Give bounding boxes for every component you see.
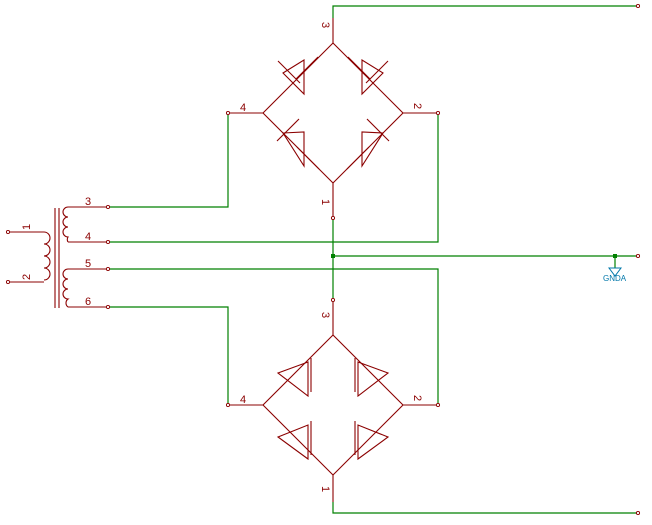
diode-top-ur: [347, 56, 389, 96]
wire-sec6-to-bottom-left: [108, 306, 229, 405]
bridge-top-pin-left: 4: [240, 102, 246, 114]
terminal-bottom-output: [635, 510, 641, 516]
transformer-pin-6: 6: [85, 296, 91, 308]
diode-top-lr: [346, 118, 390, 170]
bridge-bottom-pin-left: 4: [240, 394, 246, 406]
transformer-pin-1: 1: [21, 224, 33, 230]
transformer-pin-5: 5: [85, 258, 91, 270]
bridge-bottom-pin-right: 2: [411, 395, 423, 401]
wires: [108, 5, 638, 514]
diode-bottom-lr: [354, 421, 390, 461]
transformer-pin-4: 4: [85, 231, 91, 243]
diode-bottom-ul: [276, 358, 312, 398]
ground-icon: [608, 267, 622, 277]
bridge-bottom-pin-top: 3: [319, 312, 331, 318]
junction-ground: [613, 254, 617, 258]
wire-sec5-to-bottom-right: [108, 268, 439, 405]
junction-center: [331, 254, 335, 258]
bridge-top-pin-bottom: 1: [319, 199, 331, 205]
diode-bottom-ur: [354, 358, 390, 398]
primary-coil: [43, 231, 51, 281]
diode-top-ll: [276, 118, 320, 170]
diode-bottom-ll: [276, 421, 312, 461]
ground-label: GNDA: [603, 274, 627, 283]
bridge-bottom-pin-bottom: 1: [319, 486, 331, 492]
terminal-top-output: [635, 3, 641, 9]
secondary-coil-upper: [62, 206, 69, 243]
transformer-pin-3: 3: [85, 196, 91, 208]
transformer-pin-2: 2: [21, 274, 33, 280]
bridge-rectifier-top: 3 4 2 1: [225, 18, 441, 221]
terminal-ground: [635, 253, 641, 259]
diode-top-ul: [277, 56, 319, 96]
bridge-top-pin-right: 2: [411, 103, 423, 109]
wire-sec4-to-top-right: [108, 113, 439, 243]
wire-bottom-output: [332, 502, 638, 514]
wire-top-output: [332, 5, 638, 18]
secondary-coil-lower: [62, 268, 70, 308]
bridge-rectifier-bottom: 3 4 2 1: [225, 297, 441, 502]
transformer: 1 2 3 4 5 6: [5, 196, 111, 310]
bridge-top-pin-top: 3: [319, 22, 331, 28]
wire-sec3-to-top-left: [108, 113, 229, 208]
